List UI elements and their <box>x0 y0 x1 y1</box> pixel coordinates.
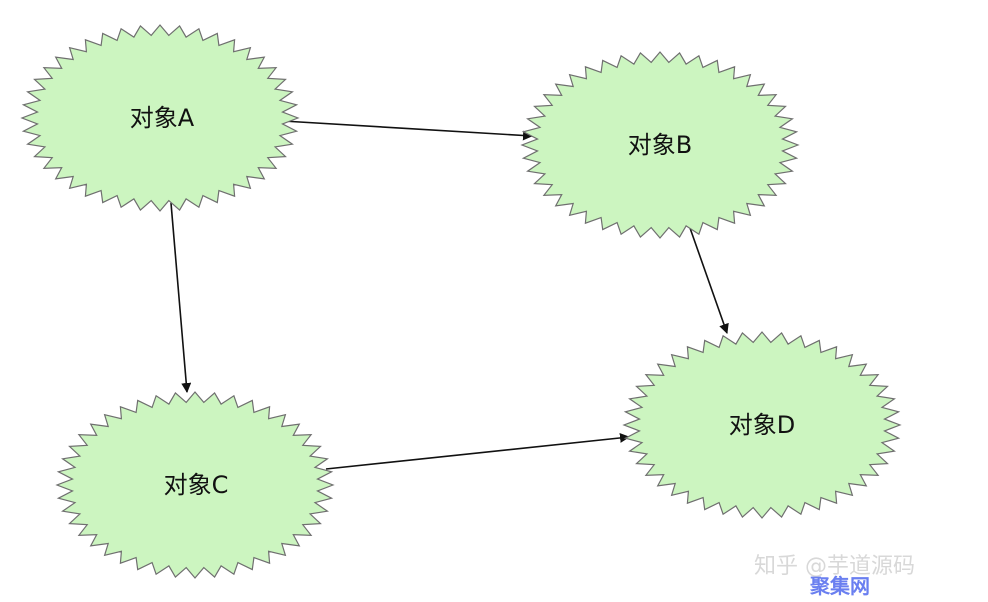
edge-c-to-d <box>325 432 630 470</box>
node-d-shape <box>622 331 902 519</box>
node-d[interactable]: 对象D <box>622 331 902 519</box>
node-d-label: 对象D <box>729 411 795 439</box>
watermark-site: 聚集网 <box>810 574 870 598</box>
node-b-shape <box>520 51 800 239</box>
node-c-shape <box>55 391 335 579</box>
node-a[interactable]: 对象A <box>20 24 300 212</box>
node-a-label: 对象A <box>130 104 195 132</box>
watermark: 知乎 @芋道源码 聚集网 <box>748 546 978 598</box>
edges-layer <box>170 120 729 470</box>
nodes-layer: 对象A 对象B 对象C 对象D <box>20 24 902 579</box>
node-b-label: 对象B <box>628 131 692 159</box>
node-c-label: 对象C <box>164 471 229 499</box>
edge-b-to-d <box>689 227 729 334</box>
node-b[interactable]: 对象B <box>520 51 800 239</box>
node-a-shape <box>20 24 300 212</box>
node-c[interactable]: 对象C <box>55 391 335 579</box>
edge-a-to-b <box>282 120 533 141</box>
edge-a-to-c <box>170 202 192 393</box>
watermark-zhihu: 知乎 @芋道源码 <box>754 554 915 579</box>
